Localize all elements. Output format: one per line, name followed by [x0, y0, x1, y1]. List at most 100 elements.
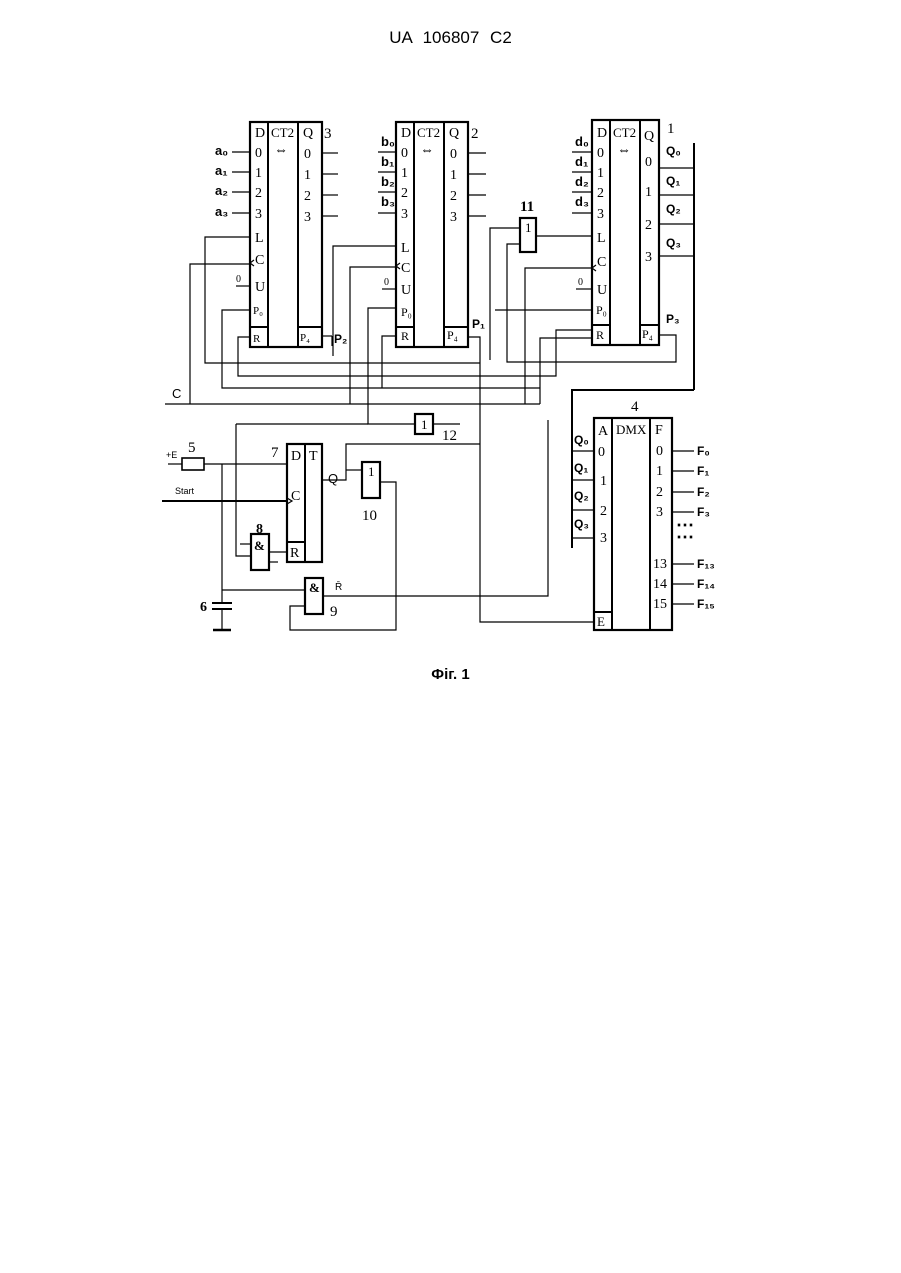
c1-output-Q1: Q₁ — [666, 174, 680, 188]
c2-pin-U: U — [401, 283, 411, 298]
demux-input-Q0: Q₀ — [574, 433, 589, 447]
demux-input-Q1: Q₁ — [574, 461, 588, 475]
demux-out-0: 0 — [656, 444, 663, 459]
demux-output-F14: F₁₄ — [697, 577, 715, 591]
c3-pin-2: 2 — [255, 186, 262, 201]
demux-input-Q3: Q₃ — [574, 517, 589, 531]
demux-pin-3: 3 — [600, 531, 607, 546]
demux-pin-F: F — [655, 423, 663, 438]
demux-pin-E: E — [597, 614, 605, 629]
c2-pin-Q: Q — [449, 126, 459, 141]
demux-output-F0: F₀ — [697, 444, 710, 458]
c3-out-3: 3 — [304, 210, 311, 225]
c3-input-a0: a₀ — [215, 143, 228, 158]
c1-output-Q3: Q₃ — [666, 236, 681, 250]
c3-pin-D: D — [255, 126, 265, 141]
c2-title: CT2 — [417, 125, 440, 140]
c1-carry-label: P₃ — [666, 312, 680, 326]
demux-out-2: 2 — [656, 485, 663, 500]
c3-pin-0: 0 — [255, 146, 262, 161]
c2-input-b3: b₃ — [381, 194, 395, 209]
c3-out-1: 1 — [304, 168, 311, 183]
supply-label: +E — [166, 450, 177, 460]
demux-pin-1: 1 — [600, 474, 607, 489]
c3-pin-Q: Q — [303, 126, 313, 141]
c2-pin-P0: P₀ — [401, 305, 412, 319]
gate-8-symbol: & — [254, 538, 265, 553]
gate-9-output: R̄ — [335, 580, 342, 593]
c3-bidir-arrow: ⇔ — [274, 143, 288, 158]
c1-u-const: 0 — [578, 277, 583, 288]
resistor-id: 5 — [188, 440, 196, 456]
gate-9-id: 9 — [330, 604, 338, 620]
c1-input-d2: d₂ — [575, 174, 589, 189]
c1-pin-D: D — [597, 126, 607, 141]
c1-pin-U: U — [597, 283, 607, 298]
c2-pin-1: 1 — [401, 166, 408, 181]
demux-output-F2: F₂ — [697, 485, 710, 499]
c1-output-Q0: Q₀ — [666, 144, 681, 158]
clock-label: C — [172, 386, 181, 401]
c1-out-2: 2 — [645, 218, 652, 233]
gate-11-symbol: 1 — [525, 220, 532, 235]
c2-pin-L: L — [401, 241, 410, 256]
c3-id: 3 — [324, 126, 332, 142]
c1-pin-L: L — [597, 231, 606, 246]
c1-input-d0: d₀ — [575, 134, 589, 149]
gate-9-symbol: & — [309, 580, 320, 595]
c1-pin-0: 0 — [597, 146, 604, 161]
c2-input-b1: b₁ — [381, 154, 394, 169]
c2-pin-P4: P₄ — [447, 328, 458, 342]
c1-pin-2: 2 — [597, 186, 604, 201]
demux-pin-A: A — [598, 424, 609, 439]
c1-bidir-arrow: ⇔ — [617, 143, 631, 158]
c2-pin-3: 3 — [401, 207, 408, 222]
demux-output-F15: F₁₅ — [697, 597, 715, 611]
c3-input-a1: a₁ — [215, 163, 228, 178]
c2-u-const: 0 — [384, 277, 389, 288]
c1-pin-1: 1 — [597, 166, 604, 181]
demux-output-F1: F₁ — [697, 464, 709, 478]
c3-input-a2: a₂ — [215, 183, 228, 198]
demux-out-1: 1 — [656, 464, 663, 479]
demux-pin-0: 0 — [598, 445, 605, 460]
c2-bidir-arrow: ⇔ — [420, 143, 434, 158]
c2-input-b2: b₂ — [381, 174, 395, 189]
c2-out-2: 2 — [450, 189, 457, 204]
demux-output-F13: F₁₃ — [697, 557, 715, 571]
c2-pin-D: D — [401, 126, 411, 141]
gate-10-symbol: 1 — [368, 464, 375, 479]
demux-out-3: 3 — [656, 505, 663, 520]
c2-out-1: 1 — [450, 168, 457, 183]
c2-pin-R: R — [401, 329, 409, 343]
demux-input-Q2: Q₂ — [574, 489, 589, 503]
demux-ellipsis-2: ⋯ — [676, 527, 694, 547]
trigger-pin-C: C — [291, 489, 300, 504]
gate-12-id: 12 — [442, 428, 457, 444]
trigger-id: 7 — [271, 445, 279, 461]
c3-pin-L: L — [255, 231, 264, 246]
c3-pin-3: 3 — [255, 207, 262, 222]
demux-out-13: 13 — [653, 557, 667, 572]
c1-title: CT2 — [613, 125, 636, 140]
resistor-5 — [182, 458, 204, 470]
c1-out-0: 0 — [645, 155, 652, 170]
c3-pin-P4: P₄ — [300, 332, 310, 344]
c2-pin-2: 2 — [401, 186, 408, 201]
c1-pin-P0: P₀ — [596, 303, 607, 317]
c1-id: 1 — [667, 121, 675, 137]
gate-10-id: 10 — [362, 508, 377, 524]
c1-input-d3: d₃ — [575, 194, 589, 209]
c1-pin-R: R — [596, 328, 604, 342]
c2-carry-label: P₁ — [472, 317, 485, 331]
demux-pin-2: 2 — [600, 504, 607, 519]
demux-title: DMX — [616, 422, 647, 437]
c2-input-b0: b₀ — [381, 134, 395, 149]
c2-pin-0: 0 — [401, 146, 408, 161]
start-label: Start — [175, 486, 195, 496]
c3-pin-1: 1 — [255, 166, 262, 181]
c1-input-d1: d₁ — [575, 154, 588, 169]
c3-out-0: 0 — [304, 147, 311, 162]
c1-out-3: 3 — [645, 250, 652, 265]
